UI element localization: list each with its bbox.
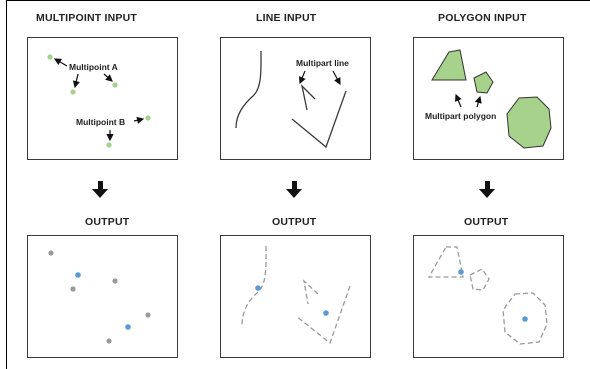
output-gray-point-3 bbox=[112, 278, 118, 284]
line-arrow-shaft bbox=[292, 181, 297, 190]
polygon-input-title: POLYGON INPUT bbox=[438, 12, 527, 24]
multipoint-a-label: Multipoint A bbox=[69, 62, 118, 72]
polygon-output-graphics bbox=[427, 246, 548, 345]
arrow-to-b1 bbox=[133, 116, 145, 124]
arrow-to-a1 bbox=[53, 58, 68, 67]
line-arrow-head bbox=[286, 189, 302, 198]
multipoint-a-point-1 bbox=[47, 54, 53, 60]
multipoint-a-point-3 bbox=[112, 82, 118, 88]
multipart-line-part-2 bbox=[291, 90, 347, 149]
arrow-to-line-1 bbox=[298, 70, 306, 85]
line-output-title: OUTPUT bbox=[272, 216, 317, 228]
line-centroid-2 bbox=[323, 310, 329, 316]
polygon-centroid-1 bbox=[458, 269, 464, 275]
multipoint-b-label: Multipoint B bbox=[76, 117, 125, 127]
polygon-arrow-head bbox=[479, 189, 495, 198]
dashed-multipart-line-2 bbox=[295, 285, 351, 345]
multipoint-input-title: MULTIPOINT INPUT bbox=[36, 12, 137, 24]
dashed-multipart-polygon-2 bbox=[469, 268, 490, 291]
multipoint-arrow-head bbox=[92, 189, 108, 198]
multipart-polygon-label: Multipart polygon bbox=[425, 111, 496, 121]
single-line bbox=[235, 50, 262, 129]
dashed-single-line bbox=[241, 245, 267, 327]
line-input-title: LINE INPUT bbox=[256, 12, 317, 24]
arrow-to-poly-1 bbox=[454, 93, 462, 108]
multipart-line-part-1 bbox=[300, 84, 316, 111]
frame-top-border bbox=[7, 0, 590, 1]
centroid-a bbox=[75, 272, 81, 278]
multipart-line-label: Multipart line bbox=[296, 58, 349, 68]
arrow-to-a2 bbox=[72, 73, 80, 89]
multipoint-b-point-1 bbox=[145, 115, 151, 121]
output-gray-point-4 bbox=[145, 312, 151, 318]
line-output-graphics bbox=[241, 245, 351, 345]
arrow-to-line-2 bbox=[332, 70, 341, 86]
centroid-b bbox=[125, 324, 131, 330]
multipart-polygon-part-2 bbox=[473, 71, 494, 94]
line-input-graphics: Multipart line bbox=[235, 50, 349, 149]
output-gray-point-5 bbox=[106, 338, 112, 344]
polygon-arrow-shaft bbox=[485, 181, 490, 190]
multipoint-input-graphics: Multipoint A Multipoint B bbox=[47, 54, 151, 148]
arrow-to-a3 bbox=[103, 73, 113, 82]
multipoint-a-point-2 bbox=[70, 89, 76, 95]
output-gray-point-2 bbox=[70, 286, 76, 292]
frame-left-border bbox=[6, 0, 7, 369]
output-gray-point-1 bbox=[48, 250, 54, 256]
multipoint-output-graphics bbox=[48, 250, 151, 344]
dashed-multipart-line-1 bbox=[303, 279, 319, 305]
multipoint-b-point-2 bbox=[106, 142, 112, 148]
dashed-multipart-polygon-1 bbox=[427, 246, 464, 278]
multipoint-output-panel bbox=[27, 235, 178, 358]
multipoint-arrow-shaft bbox=[98, 181, 103, 190]
polygon-output-panel bbox=[413, 235, 564, 358]
single-polygon bbox=[506, 96, 552, 149]
arrow-to-poly-2 bbox=[474, 95, 482, 108]
polygon-input-graphics: Multipart polygon bbox=[425, 49, 552, 149]
polygon-centroid-2 bbox=[522, 316, 528, 322]
multipart-polygon-part-1 bbox=[431, 49, 467, 81]
multipoint-output-title: OUTPUT bbox=[85, 216, 130, 228]
line-input-panel bbox=[220, 37, 371, 160]
dashed-single-polygon bbox=[502, 292, 548, 345]
line-centroid-1 bbox=[255, 285, 261, 291]
multipoint-input-panel bbox=[27, 37, 178, 160]
polygon-output-title: OUTPUT bbox=[464, 216, 509, 228]
